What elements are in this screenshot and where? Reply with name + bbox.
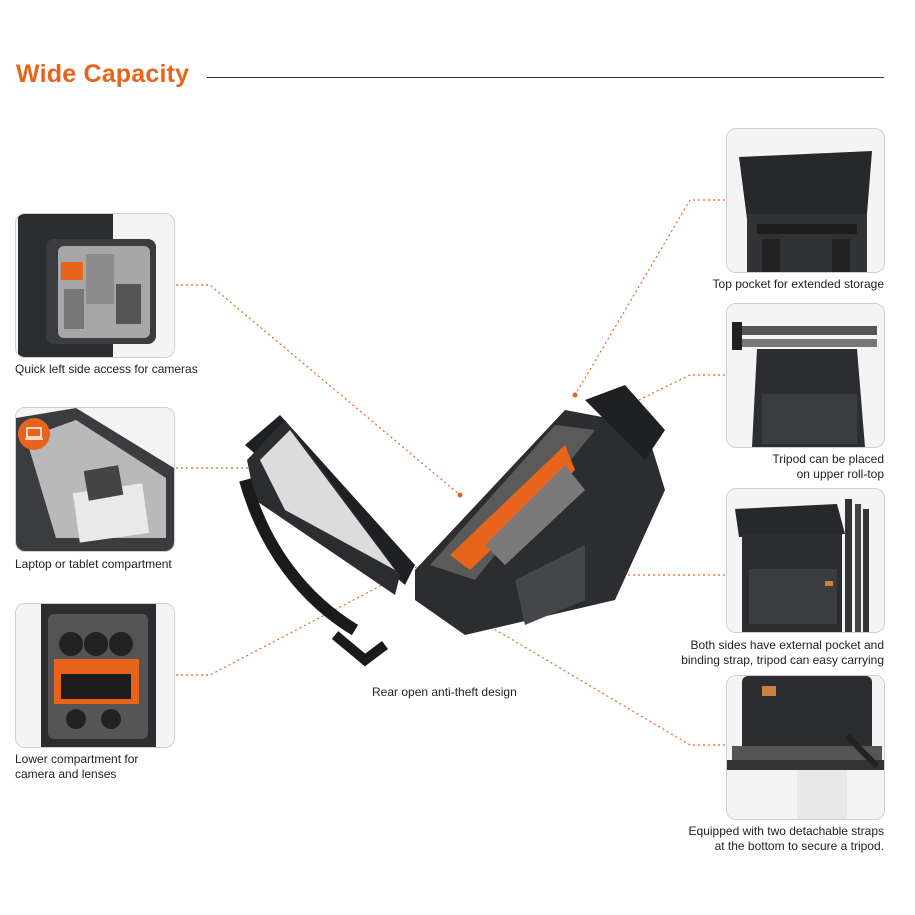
caption-tripod-line2: on upper roll-top (796, 467, 884, 481)
caption-rear-open: Rear open anti-theft design (372, 685, 517, 699)
backpack-main-image (225, 370, 685, 670)
caption-straps-line2: at the bottom to secure a tripod. (714, 839, 884, 853)
caption-top-pocket: Top pocket for extended storage (712, 277, 884, 291)
caption-straps-line1: Equipped with two detachable straps (688, 824, 884, 838)
callout-line-top-pocket (574, 199, 725, 396)
thumb-top-pocket (726, 128, 885, 273)
thumb-side-pockets (726, 488, 885, 633)
laptop-icon (18, 418, 50, 450)
caption-left-side-access: Quick left side access for cameras (15, 362, 198, 376)
caption-lower-compartment: Lower compartment for camera and lenses (15, 752, 138, 782)
title-divider (207, 77, 884, 78)
caption-lower-line2: camera and lenses (15, 767, 117, 781)
page-title: Wide Capacity (16, 60, 190, 88)
thumb-lower-compartment (15, 603, 175, 748)
caption-tripod-line1: Tripod can be placed (772, 452, 884, 466)
caption-detachable-straps: Equipped with two detachable straps at t… (689, 824, 884, 854)
caption-side-pockets: Both sides have external pocket and bind… (681, 638, 884, 668)
thumb-left-side-access (15, 213, 175, 358)
caption-tripod-rolltop: Tripod can be placed on upper roll-top (772, 452, 884, 482)
caption-laptop-compartment: Laptop or tablet compartment (15, 557, 172, 571)
thumb-detachable-straps (726, 675, 885, 820)
caption-lower-line1: Lower compartment for (15, 752, 139, 766)
thumb-tripod-rolltop (726, 303, 885, 448)
caption-side-line2: binding strap, tripod can easy carrying (681, 653, 884, 667)
caption-side-line1: Both sides have external pocket and (690, 638, 884, 652)
